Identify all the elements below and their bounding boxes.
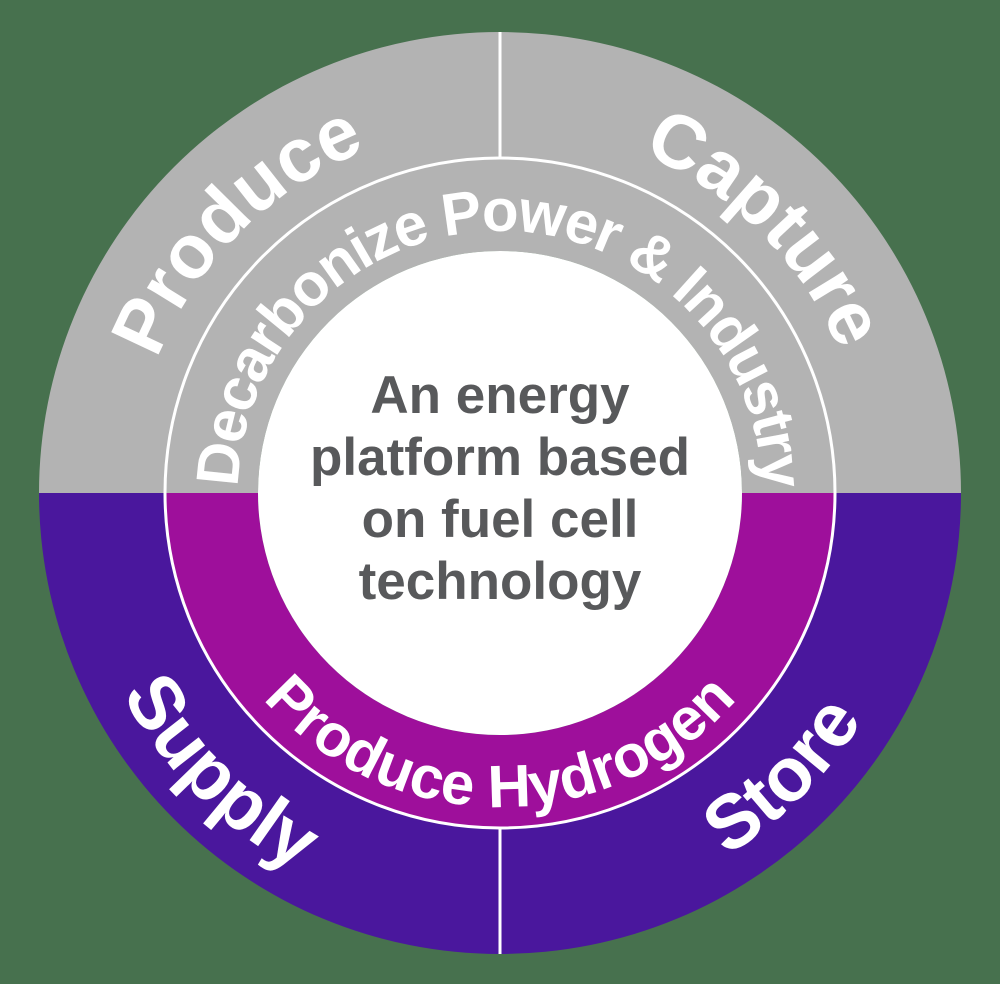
outer-segment-capture <box>500 32 961 493</box>
inner-segment-decarbonize <box>165 158 835 493</box>
center-circle <box>258 251 742 735</box>
outer-segment-supply <box>39 493 500 954</box>
inner-segment-produce-hydrogen <box>165 493 835 828</box>
outer-segment-store <box>500 493 961 954</box>
center-text-line-2: platform based <box>310 428 690 487</box>
center-text-line-1: An energy <box>370 366 630 425</box>
center-text-line-4: technology <box>359 552 642 611</box>
outer-segment-produce <box>39 32 500 493</box>
center-text-line-3: on fuel cell <box>362 490 639 549</box>
